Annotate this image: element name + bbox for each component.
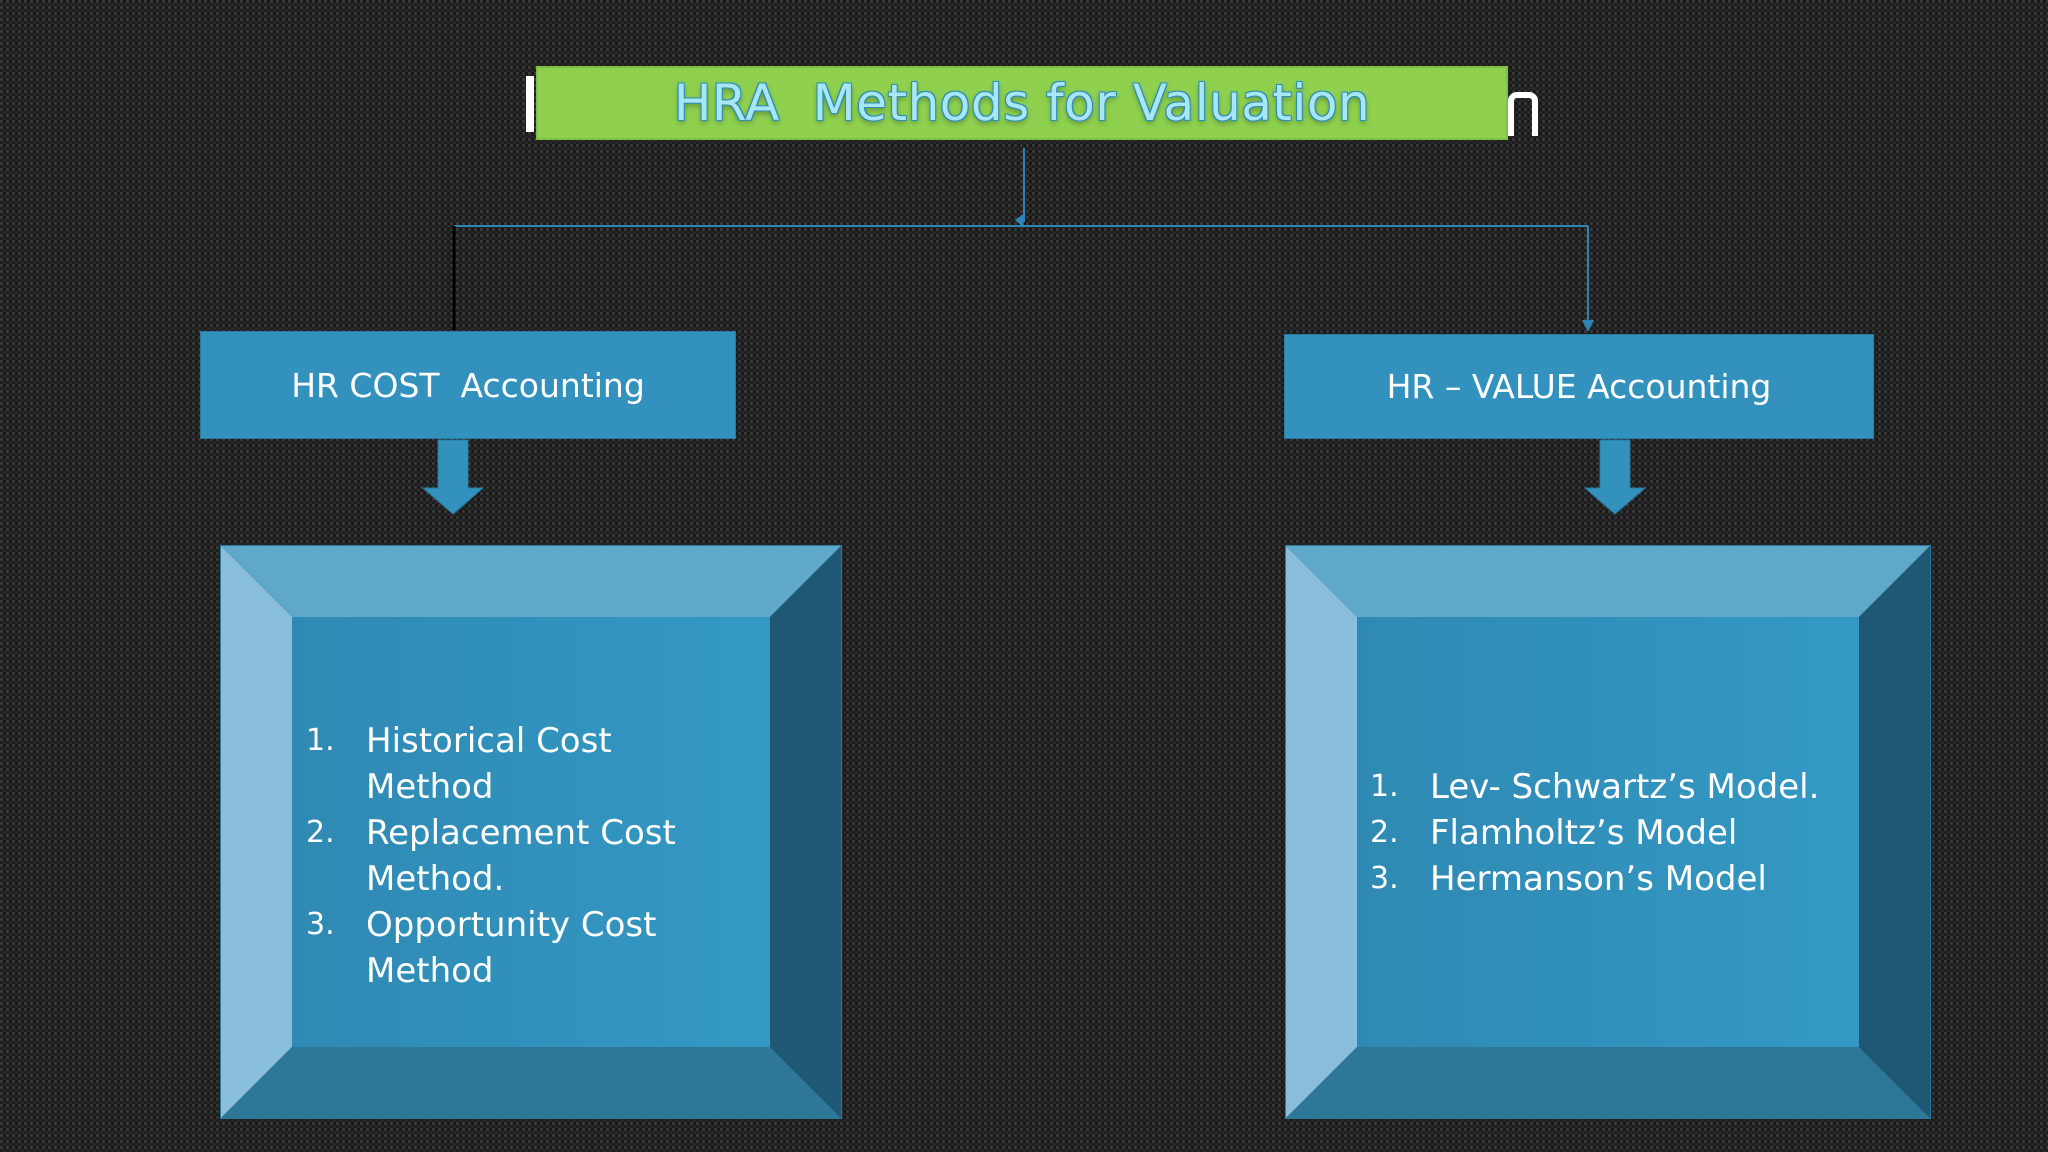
list-number: 3. <box>1370 861 1399 896</box>
list-item: 2. Flamholtz’s Model <box>1370 810 1890 856</box>
list-text: Replacement Cost Method. <box>366 813 676 899</box>
bevel-center-face <box>1357 617 1859 1047</box>
list-number: 3. <box>306 907 335 942</box>
list-item: 2. Replacement Cost Method. <box>306 810 746 902</box>
title-box: HRA Methods for Valuation <box>536 66 1508 140</box>
bevel-right-face <box>770 545 842 1119</box>
diagram-title: HRA Methods for Valuation <box>673 74 1371 132</box>
bevel-box-cost <box>220 545 842 1119</box>
block-arrow-cost <box>421 439 485 515</box>
list-item: 3. Hermanson’s Model <box>1370 856 1890 902</box>
block-arrow-value <box>1583 439 1647 515</box>
connector-right-arrowhead <box>1582 320 1594 332</box>
list-text: Flamholtz’s Model <box>1430 813 1738 853</box>
list-number: 2. <box>306 815 335 850</box>
list-number: 1. <box>306 723 335 758</box>
list-item: 1. Lev- Schwartz’s Model. <box>1370 764 1890 810</box>
list-item: 3. Opportunity Cost Method <box>306 902 746 994</box>
title-ghost-right <box>1508 92 1538 136</box>
list-text: Hermanson’s Model <box>1430 859 1767 899</box>
header-hr-cost-accounting: HR COST Accounting <box>200 331 736 439</box>
title-ghost-left <box>526 76 534 132</box>
list-number: 1. <box>1370 769 1399 804</box>
bevel-bottom-face <box>1285 1047 1931 1119</box>
bevel-box-value <box>1285 545 1931 1119</box>
value-models-list: 1. Lev- Schwartz’s Model. 2. Flamholtz’s… <box>1370 764 1890 902</box>
list-text: Historical Cost Method <box>366 721 612 807</box>
bevel-top-face <box>1285 545 1931 617</box>
list-text: Opportunity Cost Method <box>366 905 657 991</box>
list-item: 1. Historical Cost Method <box>306 718 746 810</box>
list-text: Lev- Schwartz’s Model. <box>1430 767 1820 807</box>
bevel-center-face <box>292 617 770 1047</box>
bevel-top-face <box>220 545 842 617</box>
list-number: 2. <box>1370 815 1399 850</box>
bevel-left-face <box>220 545 292 1119</box>
cost-methods-list: 1. Historical Cost Method 2. Replacement… <box>306 718 746 994</box>
connector-title-arrowhead <box>1015 214 1024 228</box>
bevel-left-face <box>1285 545 1357 1119</box>
header-hr-value-accounting: HR – VALUE Accounting <box>1284 334 1874 439</box>
bevel-bottom-face <box>220 1047 842 1119</box>
bevel-right-face <box>1859 545 1931 1119</box>
